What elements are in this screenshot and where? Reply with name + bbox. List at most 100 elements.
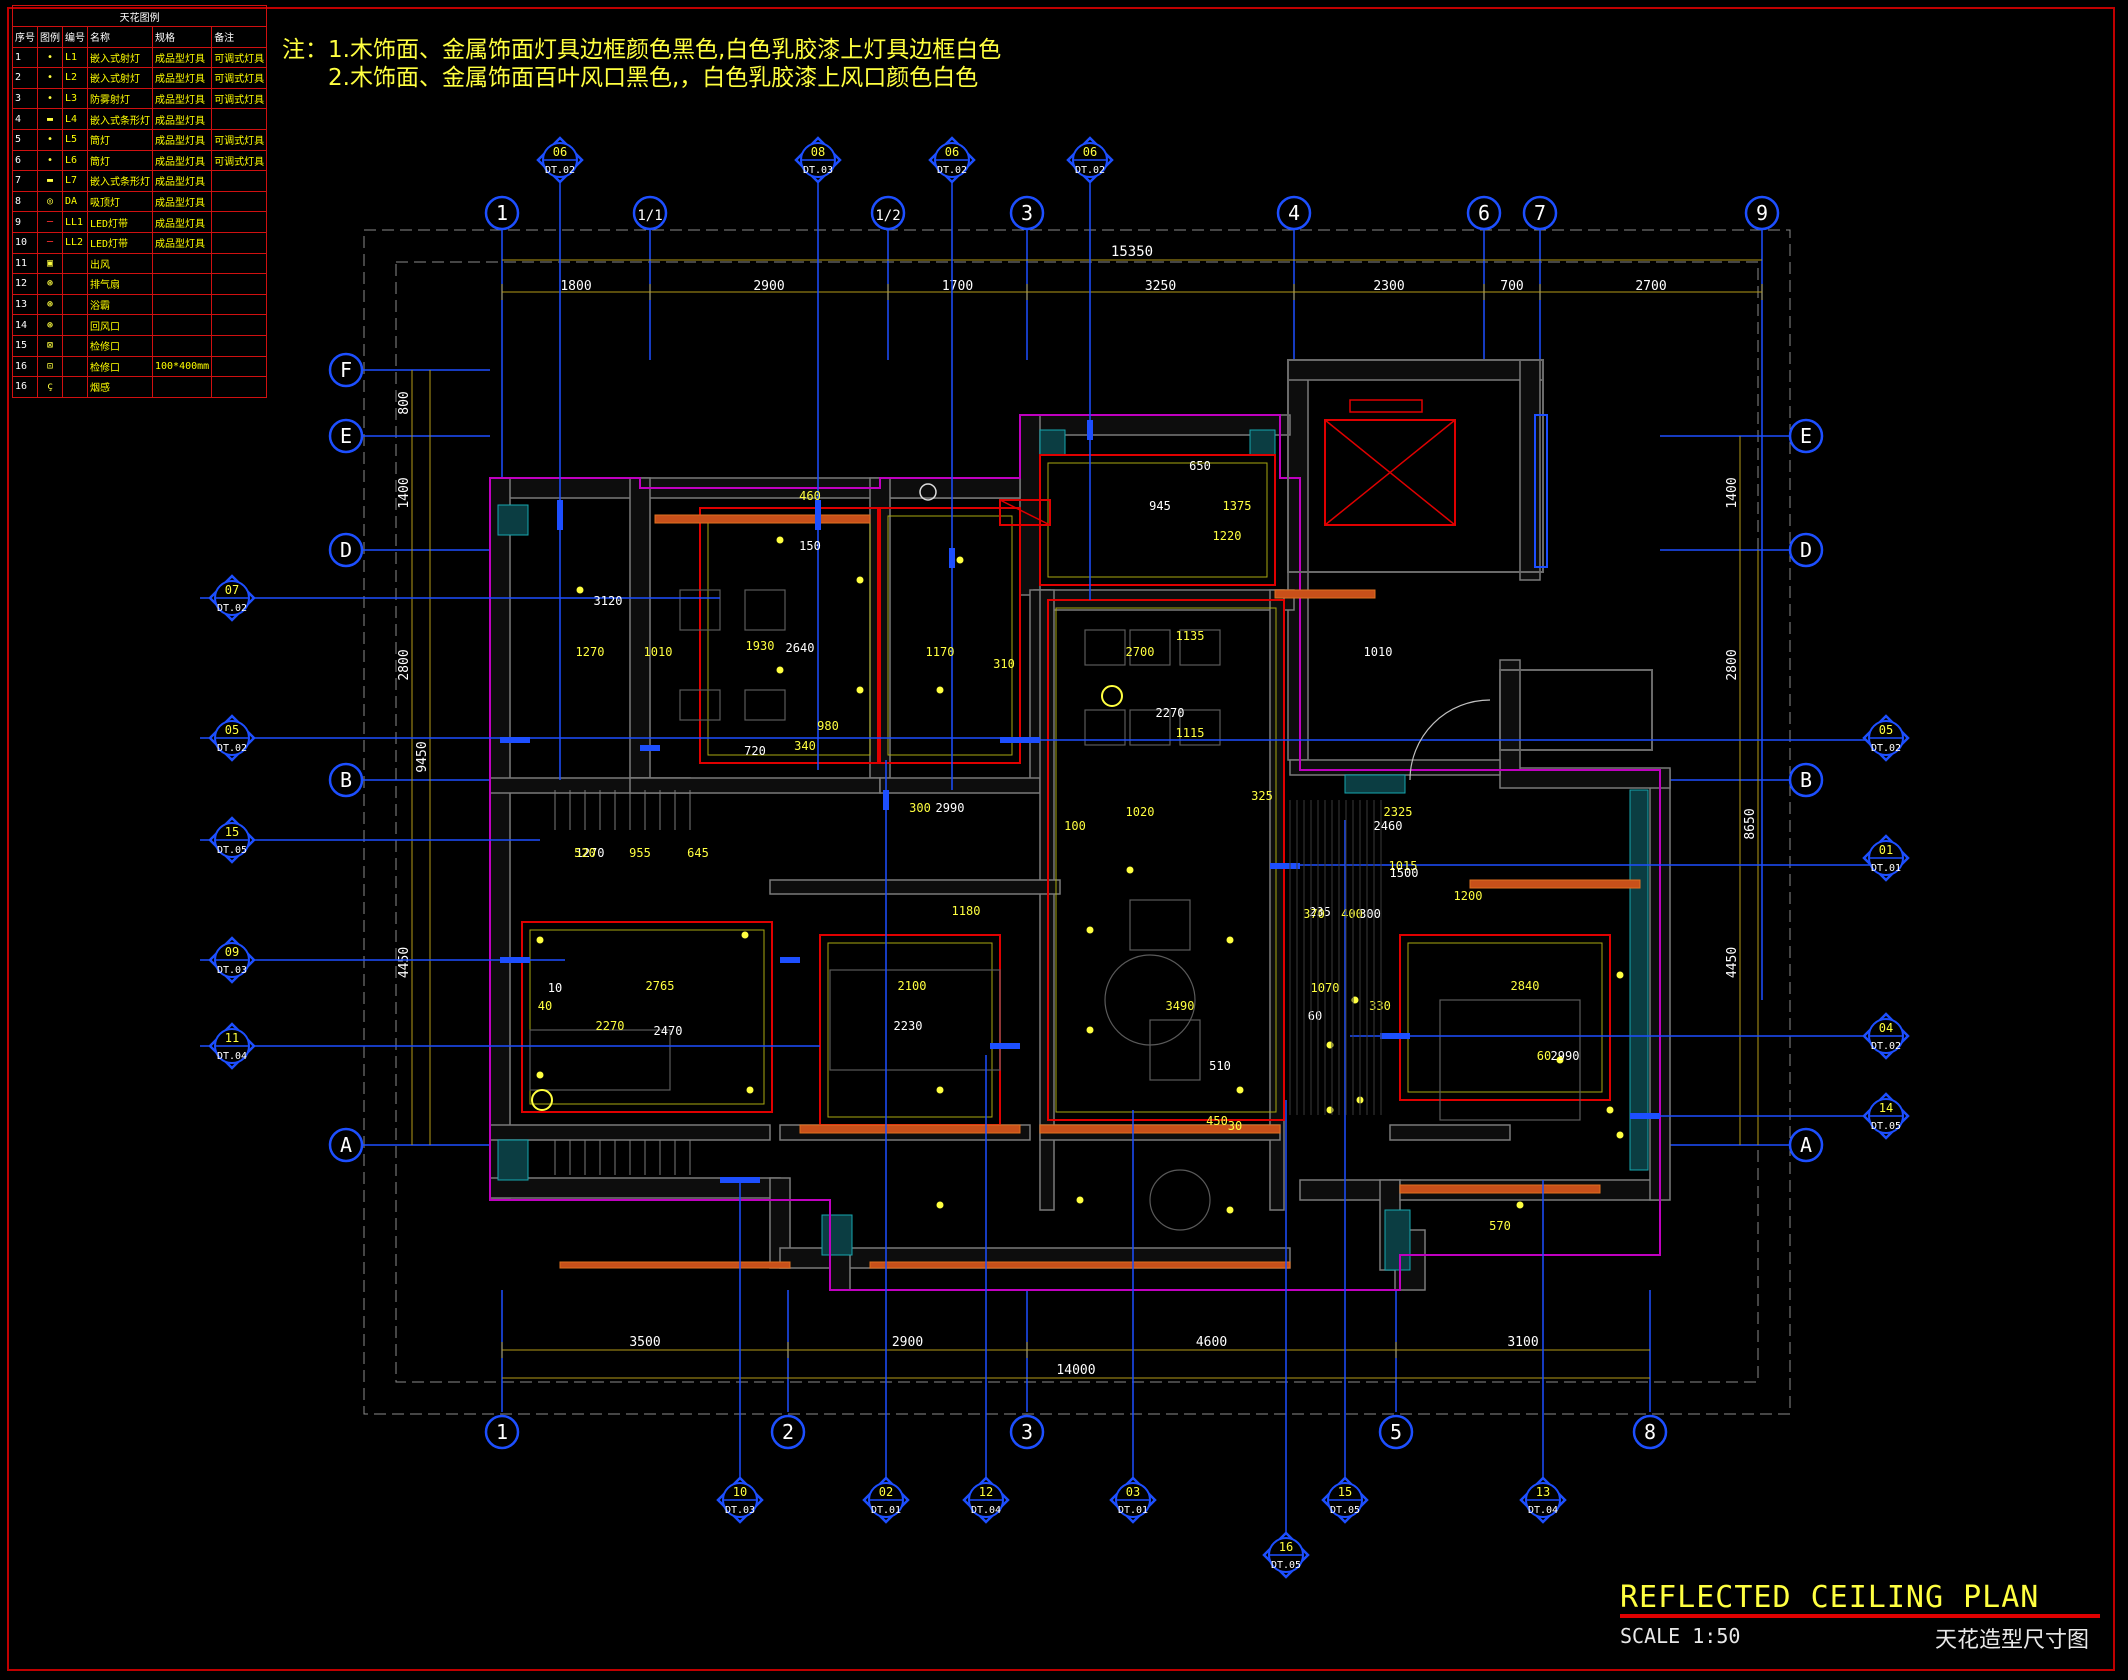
grid-axis-label-top: 9 (1756, 201, 1768, 225)
grid-axis-label-top: 4 (1288, 201, 1300, 225)
ac-unit-icon (999, 499, 1051, 526)
ac-unit-cross (999, 499, 1051, 526)
ceiling-trim-inner (1407, 942, 1603, 1093)
dimension-left-part: 2800 (397, 649, 412, 680)
grid-axis-label-top: 1/1 (637, 208, 662, 224)
wall-hatch (1344, 774, 1406, 794)
ceiling-trim-inner (887, 515, 1013, 756)
room-dimension-label: 2325 (1384, 805, 1413, 819)
grid-row-label-right: A (1800, 1133, 1812, 1157)
ceiling-trim-inner (529, 929, 765, 1105)
drawing-scale: SCALE 1:50 (1620, 1624, 1741, 1648)
ceiling-trim-red (1047, 599, 1285, 1121)
wall-segment (829, 1249, 851, 1291)
ceiling-lamp-icon (776, 666, 784, 674)
section-marker-ref: DT.02 (545, 165, 575, 176)
grid-row-label-right: B (1800, 768, 1812, 792)
wall-segment (879, 477, 1021, 499)
wall-segment (629, 477, 651, 779)
dimension-top-part: 1700 (942, 279, 973, 294)
ceiling-trim-inner (1047, 462, 1268, 578)
magenta-boundary (489, 414, 1661, 1291)
ceiling-light-da-icon (1101, 685, 1123, 707)
room-dimension-label: 1500 (1390, 866, 1419, 880)
grid-axis-bubble (1522, 195, 1558, 231)
room-dimension-label: 40 (538, 999, 552, 1013)
grid-axis-bubble (484, 195, 520, 231)
room-dimension-label: 1180 (952, 904, 981, 918)
legend-row: 15⊠检修口 (12, 334, 268, 357)
section-marker-ref: DT.02 (217, 603, 247, 614)
led-strip (869, 1261, 1291, 1269)
ceiling-lamp-icon (936, 1201, 944, 1209)
legend-row: 11▣出风 (12, 252, 268, 275)
legend-cell (211, 376, 268, 398)
dimension-top-part: 3250 (1145, 279, 1176, 294)
room-dimension-label: 980 (817, 719, 839, 733)
ceiling-light-da-icon (531, 1089, 553, 1111)
room-dimension-label: 2460 (1374, 819, 1403, 833)
room-dimension-label: 520 (574, 846, 596, 860)
grid-axis-bubble (484, 1414, 520, 1450)
dimension-top-total: 15350 (1111, 244, 1153, 260)
section-marker-number: 06 (1083, 145, 1097, 159)
grid-row-label-right: E (1800, 424, 1812, 448)
room-dimension-label: 1170 (926, 645, 955, 659)
ceiling-lamp-icon (1126, 866, 1134, 874)
legend-title: 天花图例 (11, 5, 268, 27)
dimension-left-total: 9450 (415, 741, 430, 772)
ceiling-lamp-icon (1556, 1056, 1564, 1064)
grid-axis-label-top: 1 (496, 201, 508, 225)
dimension-top-part: 2300 (1373, 279, 1404, 294)
room-dimension-label: 2100 (898, 979, 927, 993)
ceiling-lamp-icon (576, 586, 584, 594)
room-dimension-label: 2700 (1126, 645, 1155, 659)
grid-row-label-right: D (1800, 538, 1812, 562)
room-dimension-label: 1930 (746, 639, 775, 653)
ceiling-lamp-icon (956, 556, 964, 564)
dimension-bottom-total: 14000 (1056, 1363, 1095, 1378)
ceiling-trim-red (1039, 454, 1276, 586)
wall-segment (1287, 359, 1309, 761)
ceiling-lamp-icon (776, 536, 784, 544)
wall-segment (1389, 1124, 1511, 1141)
drawing-frame (7, 7, 2115, 1671)
section-marker-number: 15 (225, 825, 239, 839)
grid-row-bubble (328, 352, 364, 388)
wall-hatch (1249, 429, 1276, 456)
note-line-2: 2.木饰面、金属饰面百叶风口黑色,，白色乳胶漆上风口颜色白色 (328, 65, 979, 91)
grid-row-bubble (328, 418, 364, 454)
wall-segment (1519, 359, 1541, 581)
section-marker-number: 05 (1879, 723, 1893, 737)
wall-segment (769, 879, 1061, 895)
room-dimension-label: 570 (1489, 1219, 1511, 1233)
room-dimension-label: 3120 (594, 594, 623, 608)
room-dimension-label: 2270 (1156, 706, 1185, 720)
room-dimension-label: 340 (794, 739, 816, 753)
room-dimension-label: 450 (1206, 1114, 1228, 1128)
room-dimension-label: 1135 (1176, 629, 1205, 643)
room-dimension-label: 945 (1149, 499, 1171, 513)
dimension-right-part: 4450 (1725, 947, 1740, 978)
room-dimension-label: 645 (687, 846, 709, 860)
wall-hatch (1039, 429, 1066, 456)
furniture-outline (679, 689, 721, 721)
wall-segment (489, 477, 511, 1199)
grid-row-label-left: D (340, 538, 352, 562)
grid-axis-bubble (632, 195, 668, 231)
led-strip (654, 514, 871, 524)
section-marker-ref: DT.01 (1871, 863, 1901, 874)
section-marker-ref: DT.02 (217, 743, 247, 754)
core-side-panel (1534, 414, 1548, 568)
led-strip (1039, 1124, 1281, 1134)
ceiling-lamp-icon (1086, 926, 1094, 934)
section-marker-number: 03 (1126, 1485, 1140, 1499)
grid-row-label-left: B (340, 768, 352, 792)
room-dimension-label: 1020 (1126, 805, 1155, 819)
room-dimension-label: 1270 (576, 645, 605, 659)
section-marker-number: 14 (1879, 1101, 1893, 1115)
